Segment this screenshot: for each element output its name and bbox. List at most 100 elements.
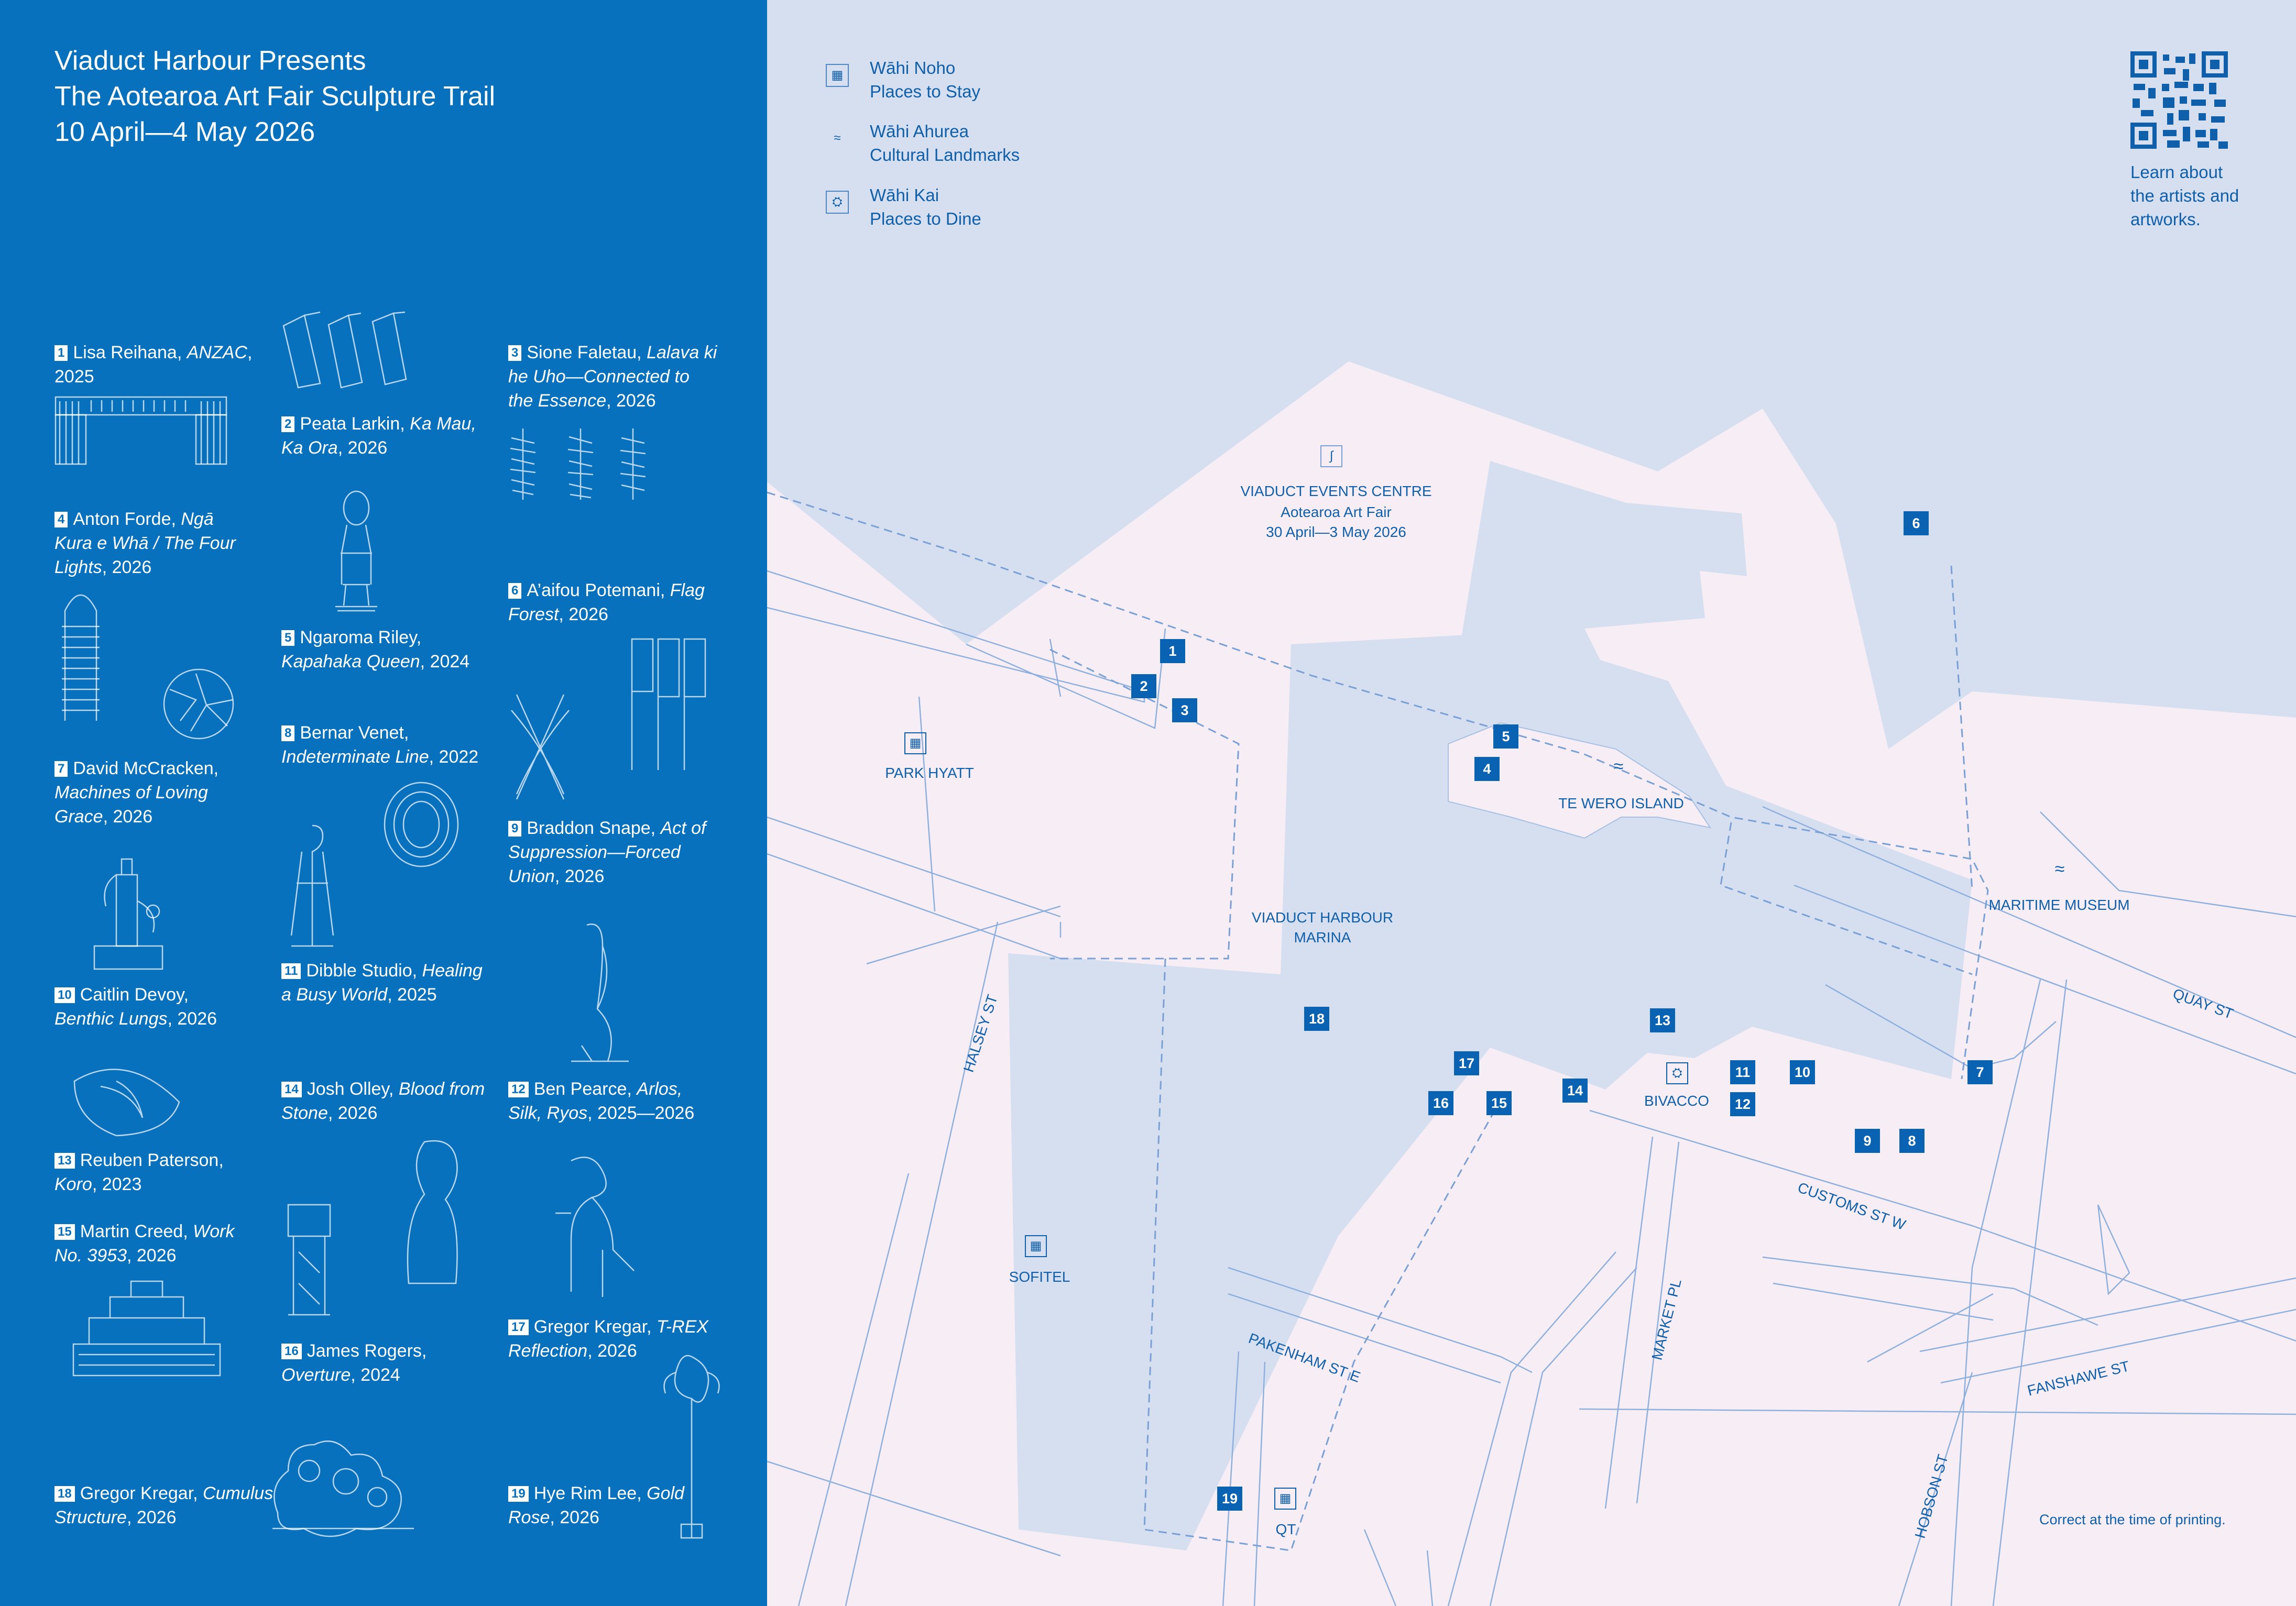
artist-name: Caitlin Devoy, <box>80 985 189 1005</box>
qr-code[interactable] <box>2130 51 2228 149</box>
trail-map[interactable]: ▦ Wāhi Noho Places to Stay ≈ Wāhi Ahurea… <box>767 0 2296 1606</box>
artwork-number: 1 <box>54 345 68 361</box>
label-maritime-museum: MARITIME MUSEUM <box>1988 897 2130 913</box>
artwork-number: 17 <box>508 1319 529 1335</box>
fork-knife-icon: ⛭ <box>826 191 849 214</box>
artwork-year: , 2025 <box>54 343 253 387</box>
map-marker-6[interactable]: 6 <box>1904 511 1929 535</box>
sculpture-8-sketch <box>511 694 570 800</box>
sculpture-19-sketch <box>663 1355 720 1539</box>
label-events-centre: VIADUCT EVENTS CENTRE <box>1240 483 1432 499</box>
map-marker-1[interactable]: 1 <box>1160 639 1185 663</box>
map-marker-18[interactable]: 18 <box>1304 1007 1329 1031</box>
artwork-number: 16 <box>281 1344 302 1359</box>
sculpture-13-sketch <box>73 1069 180 1137</box>
legend-dine-maori: Wāhi Kai <box>870 185 939 205</box>
bivacco-dine-icon[interactable]: ⛭ <box>1666 1062 1688 1084</box>
artist-name: Lisa Reihana, <box>73 343 182 362</box>
artwork-title: Healing a Busy World <box>281 961 483 1005</box>
header-title: The Aotearoa Art Fair Sculpture Trail <box>54 81 496 112</box>
map-marker-17[interactable]: 17 <box>1454 1051 1479 1075</box>
label-bivacco: BIVACCO <box>1644 1093 1709 1109</box>
map-marker-10[interactable]: 10 <box>1790 1060 1815 1084</box>
artwork-year: , 2026 <box>327 1103 378 1123</box>
artwork-year: , 2026 <box>127 1246 177 1266</box>
park-hyatt-bed-icon[interactable]: ▦ <box>904 732 926 754</box>
artwork-year: , 2026 <box>606 391 656 411</box>
map-marker-9[interactable]: 9 <box>1855 1129 1880 1153</box>
legend-stay-english: Places to Stay <box>870 82 980 101</box>
qr-caption: Learn about the artists and artworks. <box>2130 162 2239 229</box>
artwork-number: 15 <box>54 1224 75 1240</box>
sculpture-5-sketch <box>335 490 377 612</box>
artist-name: Ben Pearce, <box>533 1079 632 1099</box>
map-marker-3[interactable]: 3 <box>1172 698 1197 722</box>
map-marker-19[interactable]: 19 <box>1217 1487 1242 1511</box>
artist-name: Sione Faletau, <box>527 343 642 362</box>
map-marker-14[interactable]: 14 <box>1562 1079 1588 1103</box>
artwork-year: , 2023 <box>92 1174 142 1194</box>
artwork-title: Lalava ki he Uho—Connected to the Essenc… <box>508 343 717 411</box>
map-marker-13[interactable]: 13 <box>1650 1008 1675 1032</box>
sculpture-14-sketch <box>407 1140 458 1284</box>
artwork-year: , 2026 <box>102 557 152 577</box>
artwork-number: 11 <box>281 963 301 979</box>
artwork-year: , 2026 <box>167 1009 217 1029</box>
artist-name: Peata Larkin, <box>300 414 405 434</box>
artwork-year: , 2022 <box>429 747 479 767</box>
artwork-title: Ka Mau, Ka Ora <box>281 414 476 458</box>
map-marker-2[interactable]: 2 <box>1131 674 1156 698</box>
artist-name: Bernar Venet, <box>300 723 409 743</box>
map-marker-12[interactable]: 12 <box>1730 1092 1755 1116</box>
map-marker-7[interactable]: 7 <box>1967 1060 1993 1084</box>
artwork-year: , 2026 <box>559 604 608 624</box>
artwork-number: 18 <box>54 1486 75 1502</box>
label-sofitel: SOFITEL <box>1009 1269 1070 1285</box>
legend-stay-maori: Wāhi Noho <box>870 58 956 78</box>
map-marker-15[interactable]: 15 <box>1486 1091 1512 1115</box>
artwork-number: 12 <box>508 1082 529 1097</box>
artwork-year: , 2026 <box>126 1508 177 1527</box>
map-marker-5[interactable]: 5 <box>1493 724 1518 749</box>
map-marker-11[interactable]: 11 <box>1730 1060 1755 1084</box>
events-centre-icon: ∫ <box>1320 445 1342 467</box>
maritime-museum-landmark-icon[interactable]: ≈ <box>2054 859 2065 879</box>
artist-name: Braddon Snape, <box>527 818 656 838</box>
artwork-number: 3 <box>508 345 522 361</box>
qt-bed-icon[interactable]: ▦ <box>1274 1488 1296 1510</box>
map-base <box>767 0 2296 1606</box>
map-marker-4[interactable]: 4 <box>1474 757 1500 781</box>
artwork-title: Gold Rose <box>508 1483 684 1527</box>
artwork-number: 5 <box>281 630 295 646</box>
artist-name: James Rogers, <box>307 1341 427 1361</box>
sculpture-17-sketch <box>555 1157 635 1297</box>
artwork-title: Arlos, Silk, Ryos <box>508 1079 683 1123</box>
sofitel-bed-icon[interactable]: ▦ <box>1025 1235 1047 1257</box>
map-marker-8[interactable]: 8 <box>1899 1129 1925 1153</box>
sculpture-6-sketch <box>631 638 706 770</box>
artwork-entry-3[interactable]: 3 Sione Faletau, Lalava ki he Uho—Connect… <box>508 340 718 413</box>
artist-name: Martin Creed, <box>80 1222 188 1241</box>
te-wero-landmark-icon[interactable]: ≈ <box>1613 756 1624 776</box>
map-marker-16[interactable]: 16 <box>1428 1091 1453 1115</box>
artwork-year: , 2026 <box>587 1341 637 1361</box>
artwork-title: Koro <box>54 1174 92 1194</box>
